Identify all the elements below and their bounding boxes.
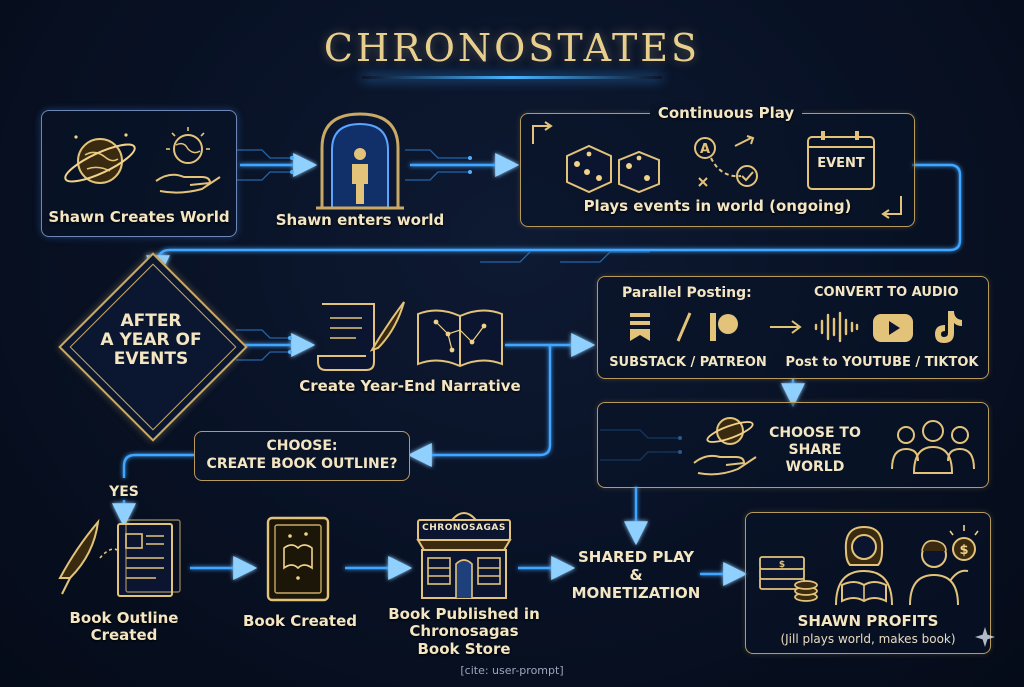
book-icon	[266, 516, 330, 602]
decision-line-2: A YEAR OF	[100, 330, 202, 351]
page-title: CHRONOSTATES	[323, 26, 701, 70]
node-shawn-profits: $ $ SHAWN PROFITS (Jill plays world, mak…	[745, 512, 991, 654]
youtube-icon	[873, 314, 913, 342]
planet-icon	[64, 133, 136, 184]
svg-text:$: $	[959, 543, 968, 558]
scroll-quill-icon	[317, 301, 405, 371]
post-youtube-tiktok-label: Post to YOUTUBE / TIKTOK	[785, 355, 979, 370]
node-create-world-label: Shawn Creates World	[48, 208, 230, 226]
title-underline-glow	[362, 76, 662, 79]
book-published-label: Book Published in Chronosagas Book Store	[382, 605, 546, 658]
planet-in-hand-icon	[693, 417, 757, 476]
slash-separator-icon	[676, 312, 692, 342]
open-book-constellation-icon	[417, 309, 503, 368]
parallel-posting-title: Parallel Posting:	[622, 285, 752, 301]
loop-corner-icon	[532, 121, 553, 144]
shared-play-line-3: MONETIZATION	[571, 584, 701, 602]
shared-play-line-2: &	[629, 566, 643, 584]
node-choose-book-outline: CHOOSE: CREATE BOOK OUTLINE?	[194, 431, 410, 481]
book-outline-line-2: Created	[90, 626, 158, 645]
decision-diamond-label: AFTER A YEAR OF EVENTS	[80, 311, 222, 370]
arrow-outline-to-yes	[122, 453, 195, 478]
node-continuous-play: A EVENT Plays events in world (ongoing)	[520, 113, 915, 227]
person-coin-icon: $	[909, 525, 979, 606]
choose-share-world-label: CHOOSE TO SHARE WORLD	[760, 425, 870, 475]
event-calendar-icon: EVENT	[807, 131, 875, 190]
arrow-play-to-decision	[146, 163, 962, 280]
choose-share-line-2: SHARE WORLD	[785, 441, 845, 475]
svg-text:A: A	[700, 142, 710, 157]
bookstore-icon	[416, 512, 512, 599]
group-people-icon	[891, 420, 975, 474]
node-create-world: Shawn Creates World	[41, 110, 237, 237]
continuous-play-caption: Plays events in world (ongoing)	[583, 197, 852, 215]
choose-outline-line-1: CHOOSE:	[266, 438, 338, 454]
yes-label: YES	[109, 484, 139, 500]
convert-to-audio-label: CONVERT TO AUDIO	[814, 285, 959, 300]
store-sign-label: CHRONOSAGAS	[422, 523, 506, 533]
event-icon-label: EVENT	[817, 156, 865, 171]
money-stack-icon: $	[759, 556, 818, 602]
loop-return-icon	[881, 196, 902, 219]
shared-play-label: SHARED PLAY & MONETIZATION	[562, 548, 710, 602]
choose-share-line-1: CHOOSE TO	[769, 425, 861, 441]
continuous-play-title-tab: Continuous Play	[650, 102, 802, 124]
dice-icon	[566, 144, 660, 194]
choose-outline-line-2: CREATE BOOK OUTLINE?	[206, 456, 398, 472]
reader-woman-icon	[835, 525, 893, 606]
node-choose-share-world: CHOOSE TO SHARE WORLD	[597, 402, 989, 488]
quill-document-icon	[58, 518, 181, 597]
book-published-line-1: Book Published in	[388, 605, 540, 623]
book-outline-line-1: Book Outline	[69, 609, 179, 627]
audio-waveform-icon	[814, 311, 859, 343]
strategy-path-icon: A	[694, 135, 758, 187]
substack-patreon-label: SUBSTACK / PATREON	[609, 355, 767, 370]
shawn-profits-title: SHAWN PROFITS	[797, 612, 939, 630]
node-parallel-posting: Parallel Posting: CONVERT TO AUDIO SUBST…	[597, 276, 989, 379]
patreon-icon	[710, 313, 738, 341]
citation-text: [cite: user-prompt]	[460, 664, 564, 677]
node-enter-world-label: Shawn enters world	[275, 211, 445, 229]
tiktok-icon	[935, 311, 962, 343]
book-published-line-3: Book Store	[417, 639, 511, 658]
decision-line-1: AFTER	[120, 311, 182, 331]
year-end-narrative-label: Create Year-End Narrative	[299, 377, 521, 395]
globe-in-hand-icon	[155, 127, 221, 194]
book-created-label: Book Created	[242, 612, 358, 630]
portal-door-icon	[316, 112, 404, 210]
shawn-profits-subtitle: (Jill plays world, makes book)	[780, 632, 956, 646]
arrow-right-icon	[770, 320, 802, 334]
book-published-line-2: Chronosagas	[409, 622, 519, 641]
substack-icon	[630, 313, 650, 341]
arrow-narrative-to-outline	[407, 345, 552, 467]
decision-line-3: EVENTS	[113, 349, 189, 370]
shared-play-line-1: SHARED PLAY	[577, 548, 695, 566]
continuous-play-title: Continuous Play	[657, 104, 795, 122]
svg-text:$: $	[779, 560, 785, 570]
book-outline-created-label: Book Outline Created	[56, 609, 192, 645]
